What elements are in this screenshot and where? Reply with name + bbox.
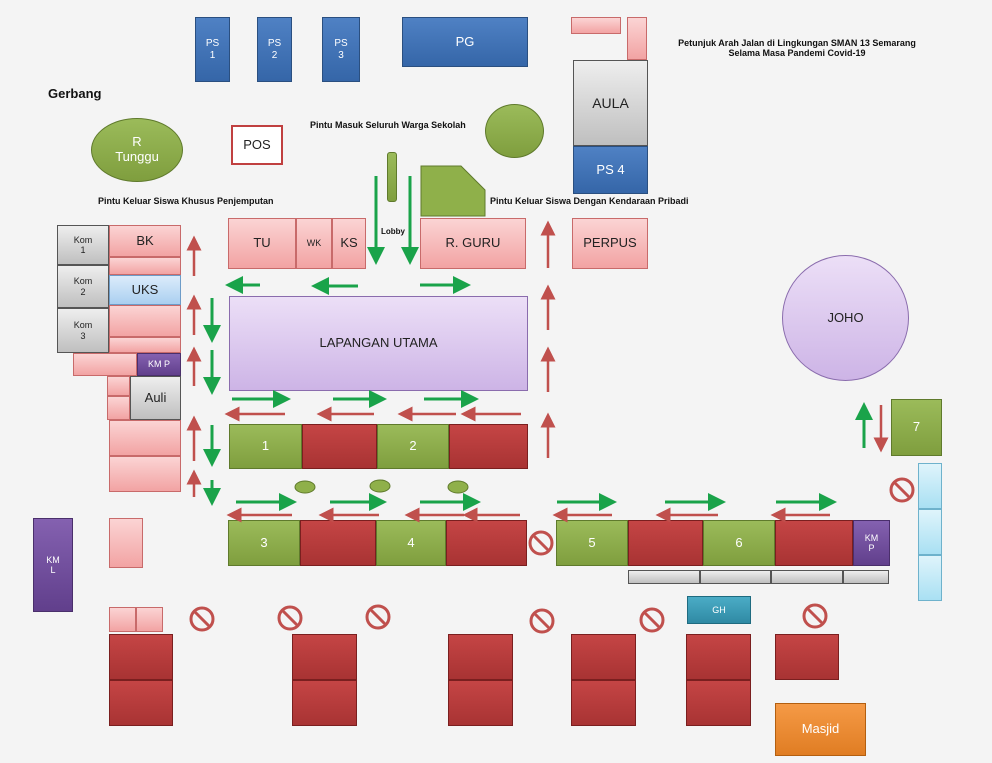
gh-building: GH bbox=[687, 596, 751, 624]
class-1: 1 bbox=[229, 424, 302, 469]
pintu-masuk-label: Pintu Masuk Seluruh Warga Sekolah bbox=[310, 120, 466, 130]
km-p-right: KM P bbox=[853, 520, 890, 566]
cyan-block-1 bbox=[918, 463, 942, 509]
pink-strip-7 bbox=[109, 420, 181, 456]
bottom-building-4b bbox=[571, 680, 636, 726]
class-red-c bbox=[300, 520, 376, 566]
class-red-e bbox=[628, 520, 703, 566]
bottom-building-4a bbox=[571, 634, 636, 680]
auli-room: Auli bbox=[130, 376, 181, 420]
bottom-building-2a bbox=[292, 634, 357, 680]
kom3-room: Kom 3 bbox=[57, 308, 109, 353]
pink-strip-5 bbox=[107, 376, 130, 396]
no-entry-icon bbox=[639, 607, 665, 633]
pink-strip-2 bbox=[109, 305, 181, 337]
pink-strip-1 bbox=[109, 257, 181, 275]
no-entry-icon bbox=[528, 530, 554, 556]
ps3-building: PS 3 bbox=[322, 17, 360, 82]
class-2: 2 bbox=[377, 424, 449, 469]
no-entry-icon bbox=[889, 477, 915, 503]
class-6: 6 bbox=[703, 520, 775, 566]
pos-building: POS bbox=[231, 125, 283, 165]
ps1-building: PS 1 bbox=[195, 17, 230, 82]
pink-small-left bbox=[109, 518, 143, 568]
lobby-pillar bbox=[387, 152, 397, 202]
lapangan-utama: LAPANGAN UTAMA bbox=[229, 296, 528, 391]
pink-block-top bbox=[571, 17, 621, 34]
bottom-building-1a bbox=[109, 634, 173, 680]
lobby-label: Lobby bbox=[381, 227, 405, 236]
map-title: Petunjuk Arah Jalan di Lingkungan SMAN 1… bbox=[678, 38, 916, 58]
masjid-building: Masjid bbox=[775, 703, 866, 756]
small-oval-2 bbox=[369, 479, 391, 493]
pink-small-bottom-2 bbox=[136, 607, 163, 632]
gray-strip-3 bbox=[771, 570, 843, 584]
uks-room: UKS bbox=[109, 275, 181, 305]
joho-building: JOHO bbox=[782, 255, 909, 381]
class-5: 5 bbox=[556, 520, 628, 566]
bottom-building-1b bbox=[109, 680, 173, 726]
pink-block-top-2 bbox=[627, 17, 647, 60]
aula-building: AULA bbox=[573, 60, 648, 146]
pintu-keluar-jemput-label: Pintu Keluar Siswa Khusus Penjemputan bbox=[98, 196, 274, 206]
class-red-a bbox=[302, 424, 377, 469]
small-oval-1 bbox=[294, 480, 316, 494]
class-7: 7 bbox=[891, 399, 942, 456]
cyan-block-2 bbox=[918, 509, 942, 555]
km-l-building: KM L bbox=[33, 518, 73, 612]
bottom-building-3a bbox=[448, 634, 513, 680]
class-red-b bbox=[449, 424, 528, 469]
class-red-d bbox=[446, 520, 527, 566]
pink-strip-6 bbox=[107, 396, 130, 420]
gray-strip-1 bbox=[628, 570, 700, 584]
gray-strip-4 bbox=[843, 570, 889, 584]
perpus-room: PERPUS bbox=[572, 218, 648, 269]
pg-building: PG bbox=[402, 17, 528, 67]
r-tunggu-building: R Tunggu bbox=[91, 118, 183, 182]
r-guru-room: R. GURU bbox=[420, 218, 526, 269]
pink-small-bottom-1 bbox=[109, 607, 136, 632]
tu-room: TU bbox=[228, 218, 296, 269]
cyan-block-3 bbox=[918, 555, 942, 601]
class-3: 3 bbox=[228, 520, 300, 566]
green-oval-tree bbox=[485, 104, 544, 158]
class-4: 4 bbox=[376, 520, 446, 566]
class-red-f bbox=[775, 520, 853, 566]
pink-strip-3 bbox=[109, 337, 181, 353]
bottom-building-2b bbox=[292, 680, 357, 726]
ps2-building: PS 2 bbox=[257, 17, 292, 82]
kom2-room: Kom 2 bbox=[57, 265, 109, 308]
pintu-keluar-pribadi-label: Pintu Keluar Siswa Dengan Kendaraan Prib… bbox=[490, 196, 689, 206]
kom1-room: Kom 1 bbox=[57, 225, 109, 265]
bottom-building-5a bbox=[686, 634, 751, 680]
bottom-building-5b bbox=[686, 680, 751, 726]
ks-room: KS bbox=[332, 218, 366, 269]
wk-room: WK bbox=[296, 218, 332, 269]
no-entry-icon bbox=[365, 604, 391, 630]
bottom-building-6 bbox=[775, 634, 839, 680]
no-entry-icon bbox=[802, 603, 828, 629]
bottom-building-3b bbox=[448, 680, 513, 726]
gerbang-label: Gerbang bbox=[48, 86, 102, 101]
gate-shape bbox=[420, 165, 486, 217]
pink-strip-8 bbox=[109, 456, 181, 492]
no-entry-icon bbox=[189, 606, 215, 632]
pink-strip-4 bbox=[73, 353, 137, 376]
ps4-building: PS 4 bbox=[573, 146, 648, 194]
no-entry-icon bbox=[277, 605, 303, 631]
gray-strip-2 bbox=[700, 570, 771, 584]
small-oval-3 bbox=[447, 480, 469, 494]
bk-room: BK bbox=[109, 225, 181, 257]
no-entry-icon bbox=[529, 608, 555, 634]
km-p-left: KM P bbox=[137, 353, 181, 376]
